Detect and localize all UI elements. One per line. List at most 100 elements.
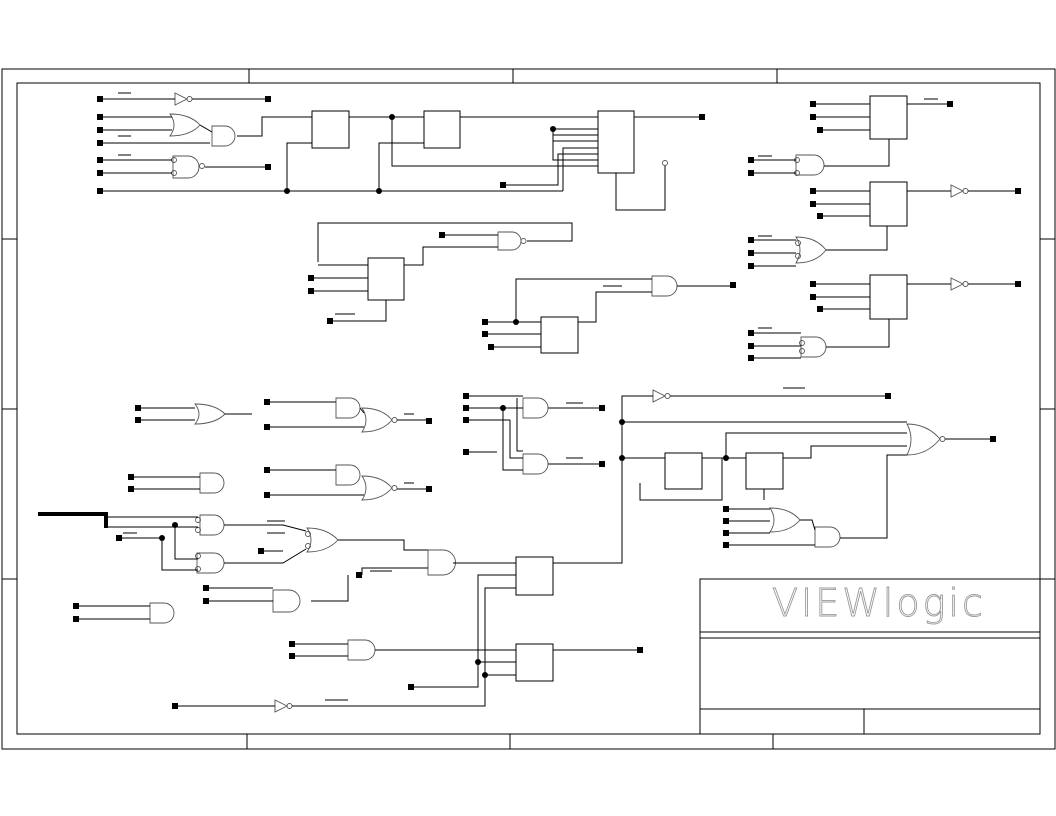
flip-flop bbox=[367, 257, 405, 301]
input-pin bbox=[482, 319, 488, 325]
input-pin bbox=[748, 330, 754, 336]
input-pin bbox=[748, 355, 754, 361]
input-pin bbox=[128, 486, 134, 492]
input-pin bbox=[97, 96, 103, 102]
inverter-gate bbox=[950, 277, 969, 291]
and-gate bbox=[172, 155, 200, 179]
input-pin bbox=[135, 405, 141, 411]
and-gate bbox=[347, 639, 376, 661]
and-gate bbox=[795, 154, 825, 176]
output-pin bbox=[1015, 281, 1021, 287]
and-gate bbox=[196, 552, 225, 574]
viewlogic-logo: VIEWlogic bbox=[772, 581, 986, 625]
and-gate bbox=[149, 602, 175, 624]
output-pin bbox=[637, 647, 643, 653]
flip-flop bbox=[869, 274, 908, 320]
flip-flop bbox=[423, 110, 461, 149]
input-pin bbox=[748, 250, 754, 256]
output-pin bbox=[947, 101, 953, 107]
input-pin bbox=[264, 399, 270, 405]
and-gate bbox=[814, 526, 841, 548]
output-pin bbox=[990, 436, 996, 442]
output-pin bbox=[699, 114, 705, 120]
input-pin bbox=[817, 213, 823, 219]
input-pin bbox=[748, 343, 754, 349]
input-pin bbox=[463, 393, 469, 399]
input-pin bbox=[748, 263, 754, 269]
input-pin bbox=[723, 518, 729, 524]
input-pin bbox=[97, 114, 103, 120]
input-pin bbox=[723, 530, 729, 536]
input-pin bbox=[97, 188, 103, 194]
input-pin bbox=[264, 492, 270, 498]
and-gate bbox=[522, 397, 549, 419]
input-pin bbox=[73, 616, 79, 622]
or-gate bbox=[361, 475, 393, 501]
flip-flop bbox=[540, 316, 579, 354]
input-pin bbox=[97, 127, 103, 133]
and-gate bbox=[335, 464, 361, 486]
or-gate bbox=[306, 527, 339, 553]
and-gate bbox=[800, 336, 827, 358]
input-pin bbox=[810, 294, 816, 300]
input-pin bbox=[203, 585, 209, 591]
output-pin bbox=[265, 164, 271, 170]
flip-flop bbox=[515, 643, 554, 682]
and-gate bbox=[522, 453, 549, 475]
and-gate bbox=[272, 589, 301, 613]
output-pin bbox=[1015, 188, 1021, 194]
input-pin bbox=[463, 417, 469, 423]
input-pin bbox=[258, 548, 264, 554]
input-pin bbox=[264, 424, 270, 430]
flip-flop bbox=[311, 110, 350, 149]
output-pin bbox=[885, 393, 891, 399]
input-pin bbox=[463, 449, 469, 455]
drawing-frame bbox=[1, 68, 1056, 750]
or-gate bbox=[361, 407, 393, 433]
input-pin bbox=[500, 182, 506, 188]
flip-flop bbox=[869, 181, 908, 227]
input-pin bbox=[308, 288, 314, 294]
input-pin bbox=[97, 140, 103, 146]
bus-wire bbox=[38, 512, 108, 528]
input-pin bbox=[723, 542, 729, 548]
or-gate bbox=[906, 423, 941, 456]
input-pin bbox=[97, 170, 103, 176]
input-pin bbox=[810, 281, 816, 287]
inverter-gate bbox=[652, 389, 671, 403]
or-gate bbox=[769, 507, 801, 533]
output-pin bbox=[426, 418, 432, 424]
input-pin bbox=[97, 157, 103, 163]
input-pin bbox=[172, 703, 178, 709]
or-gate bbox=[795, 236, 827, 264]
input-pin bbox=[810, 114, 816, 120]
output-pin bbox=[599, 405, 605, 411]
input-pin bbox=[73, 603, 79, 609]
input-pin bbox=[748, 157, 754, 163]
output-pin bbox=[730, 282, 736, 288]
input-pin bbox=[748, 237, 754, 243]
flip-flop bbox=[664, 452, 703, 490]
inverter-gate bbox=[174, 92, 193, 106]
and-gate bbox=[211, 125, 236, 147]
and-gate bbox=[497, 231, 522, 251]
flip-flop bbox=[869, 95, 908, 140]
input-pin bbox=[723, 506, 729, 512]
input-pin bbox=[135, 417, 141, 423]
pins bbox=[73, 96, 1021, 709]
input-pin bbox=[810, 188, 816, 194]
inverter-gate bbox=[274, 699, 293, 713]
logic-gates bbox=[149, 92, 969, 713]
output-pin bbox=[426, 486, 432, 492]
input-pin bbox=[128, 474, 134, 480]
input-pin bbox=[289, 641, 295, 647]
input-pin bbox=[308, 275, 314, 281]
input-pin bbox=[810, 201, 816, 207]
input-pin bbox=[356, 572, 362, 578]
input-pin bbox=[264, 467, 270, 473]
input-pin bbox=[289, 653, 295, 659]
output-pin bbox=[599, 461, 605, 467]
output-pin bbox=[265, 96, 271, 102]
input-pin bbox=[817, 306, 823, 312]
